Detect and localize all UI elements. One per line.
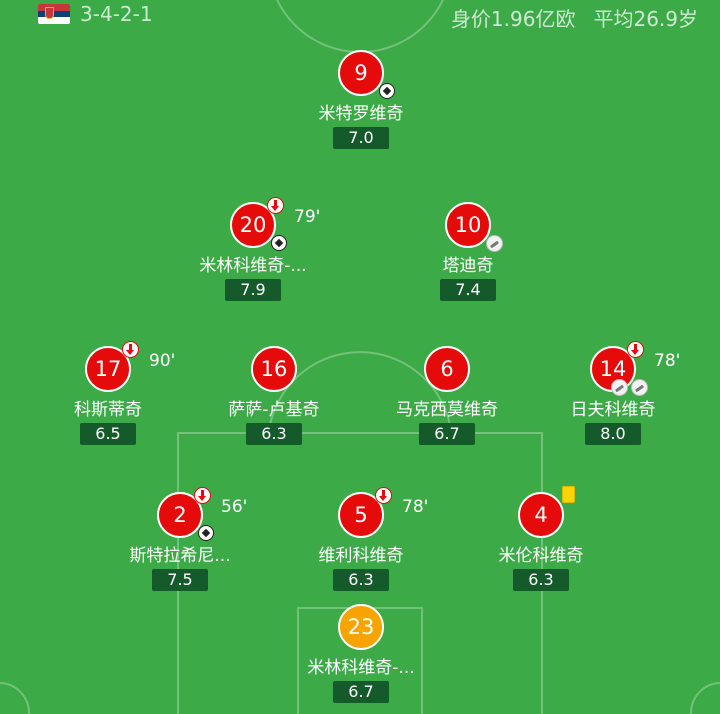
player-name: 马克西莫维奇 [396,400,498,420]
assist-boot-icon [486,235,503,252]
player-rating: 7.4 [440,279,496,301]
formation-label: 3-4-2-1 [80,2,153,26]
substitution-minute: 90' [149,351,176,371]
player-number-badge: 17 90' [85,341,175,392]
goal-ball-icon [198,525,214,541]
player-rating: 7.0 [333,127,389,149]
player-rating: 6.7 [333,681,389,703]
goalkeeper-number-badge: 23 [338,604,384,650]
substitution-out-icon [375,487,392,504]
player-number-badge: 20 79' [230,197,320,251]
player-card[interactable]: 23 米林科维奇-... 6.7 [261,604,461,703]
substitution-out-icon [194,487,211,504]
player-number-badge: 14 78' [590,341,680,396]
player-name: 斯特拉希尼... [129,546,231,566]
player-card[interactable]: 9 米特罗维奇 7.0 [261,50,461,149]
player-card[interactable]: 6 马克西莫维奇 6.7 [347,346,547,445]
substitution-out-icon [267,197,284,214]
assist-boot-icon [631,379,648,396]
player-number-badge: 9 [338,50,395,99]
player-name: 科斯蒂奇 [74,400,142,420]
yellow-card-icon [562,486,575,503]
player-name: 米林科维奇-... [199,256,307,276]
player-card[interactable]: 17 90' 科斯蒂奇 6.5 [8,341,208,445]
substitution-minute: 79' [294,207,321,227]
player-name: 塔迪奇 [442,256,494,276]
player-rating: 6.3 [246,423,302,445]
player-rating: 8.0 [585,423,641,445]
player-card[interactable]: 20 79' 米林科维奇-... 7.9 [153,197,353,301]
player-card[interactable]: 4 米伦科维奇 6.3 [441,486,641,591]
goal-ball-icon [379,83,395,99]
player-number-badge: 5 78' [338,487,428,538]
player-number-badge: 6 [424,346,470,392]
player-name: 米伦科维奇 [498,546,584,566]
player-rating: 6.7 [419,423,475,445]
player-card[interactable]: 10 塔迪奇 7.4 [368,202,568,301]
substitution-minute: 78' [654,351,681,371]
substitution-minute: 78' [402,497,429,517]
player-name: 米林科维奇-... [307,658,415,678]
player-number-badge: 4 [518,486,575,538]
player-card[interactable]: 14 78' 日夫科维奇 8.0 [513,341,713,445]
substitution-out-icon [627,341,644,358]
squad-value: 身价1.96亿欧 [450,7,576,31]
serbia-flag-icon [38,4,70,24]
team-stats: 身价1.96亿欧 平均26.9岁 [451,3,698,32]
substitution-minute: 56' [221,497,248,517]
player-card[interactable]: 2 56' 斯特拉希尼... 7.5 [80,487,280,591]
player-name: 维利科维奇 [318,546,404,566]
player-rating: 6.3 [333,569,389,591]
player-rating: 7.9 [225,279,281,301]
player-number-badge: 2 56' [157,487,247,541]
substitution-out-icon [122,341,139,358]
player-rating: 6.5 [80,423,136,445]
player-number-badge: 16 [251,346,297,392]
player-name: 日夫科维奇 [570,400,656,420]
goal-ball-icon [271,235,287,251]
player-number-badge: 10 [445,202,503,252]
player-card[interactable]: 5 78' 维利科维奇 6.3 [261,487,461,591]
player-rating: 6.3 [513,569,569,591]
assist-boot-icon [611,379,628,396]
player-card[interactable]: 16 萨萨-卢基奇 6.3 [174,346,374,445]
player-name: 萨萨-卢基奇 [228,400,320,420]
player-name: 米特罗维奇 [318,104,404,124]
average-age: 平均26.9岁 [593,7,698,31]
team-header: 3-4-2-1 [38,2,153,26]
player-rating: 7.5 [152,569,208,591]
